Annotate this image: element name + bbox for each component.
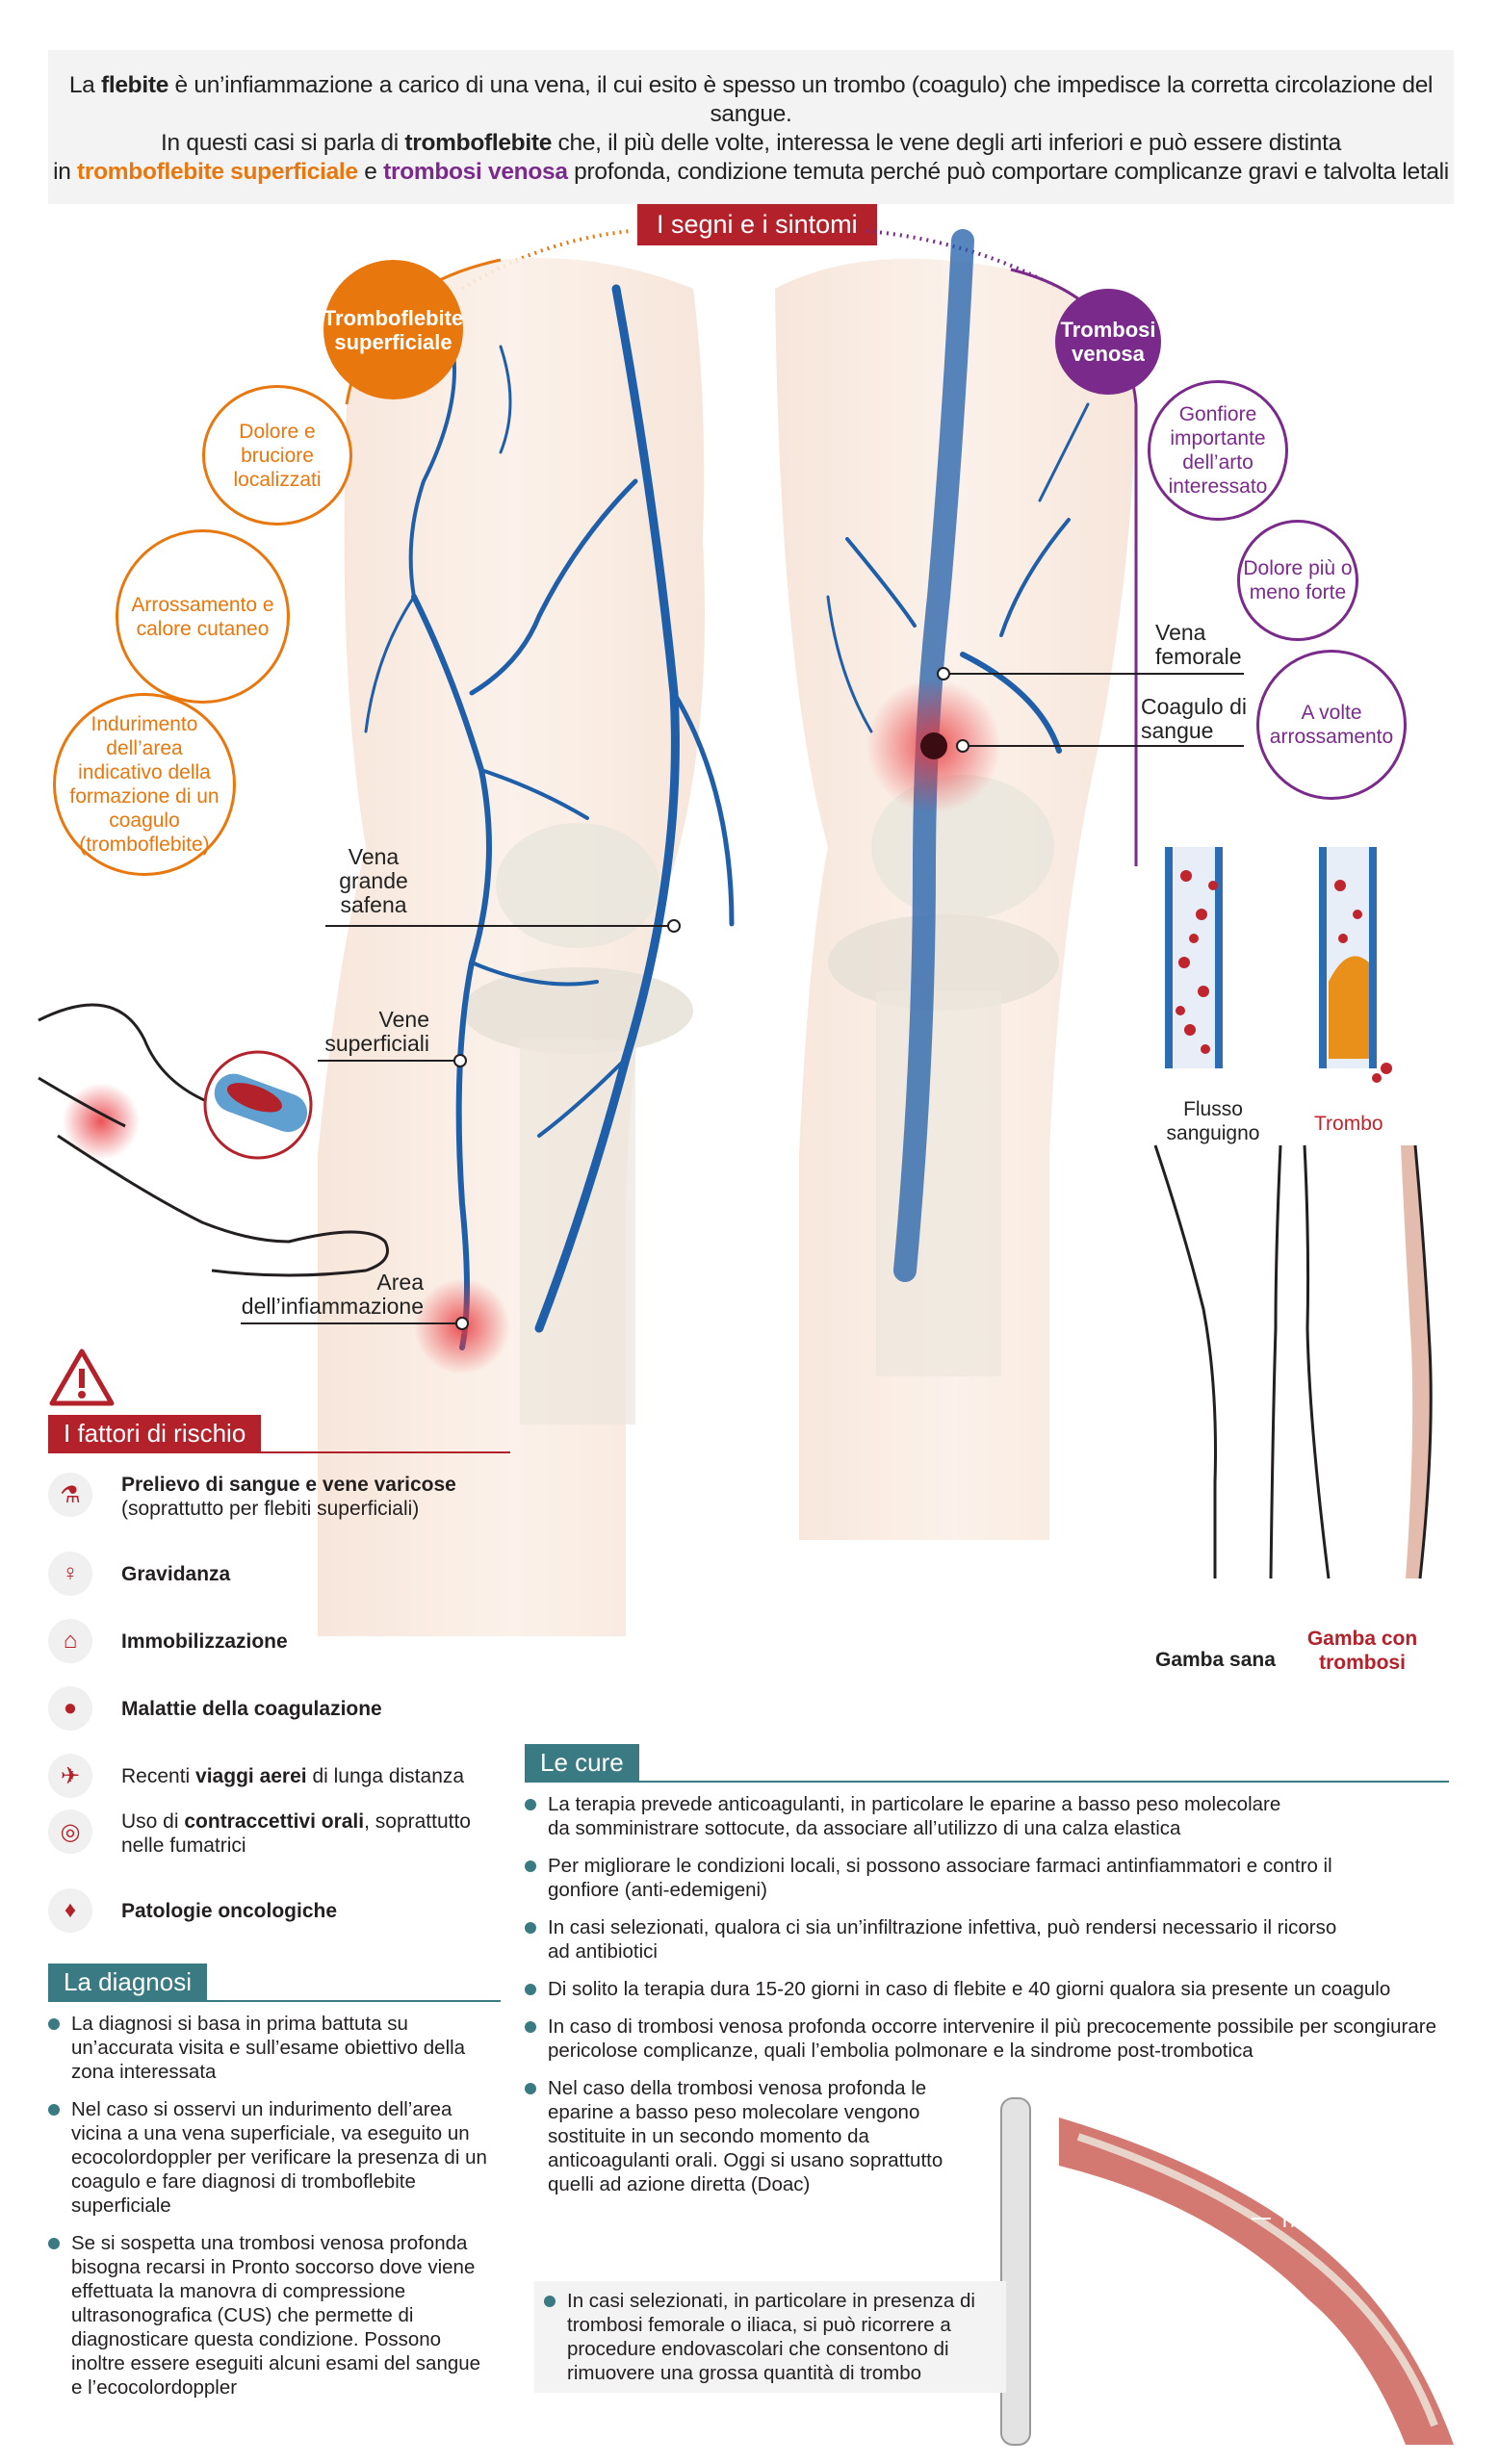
symptom-deep-redness: A volte arrossamento <box>1256 650 1407 800</box>
risk-item: ♀ Gravidanza <box>48 1540 587 1607</box>
cure-endovascular: In casi selezionati, in particolare in p… <box>534 2281 1006 2393</box>
label-vena-femorale: Vena femorale <box>1155 620 1242 669</box>
cure-item: La terapia prevede anticoagulanti, in pa… <box>525 1792 1449 1840</box>
label-gamba-sana: Gamba sana <box>1155 1649 1276 1671</box>
diagnosi-item: La diagnosi si basa in prima battuta su … <box>48 2012 491 2084</box>
symptom-pain: Dolore e bruciore localizzati <box>202 385 352 526</box>
intro-line-2: In questi casi si parla di tromboflebite… <box>161 130 1341 156</box>
cure-item: In casi selezionati, in particolare in p… <box>544 2289 996 2385</box>
ribbon-icon: ♦ <box>48 1888 92 1933</box>
blood-drop-icon: ● <box>48 1686 92 1731</box>
deep-title: Trombosi venosa <box>1055 289 1161 395</box>
cure-item: In casi selezionati, qualora ci sia un’i… <box>525 1915 1449 1964</box>
label-coagulo: Coagulo di sangue <box>1141 694 1247 743</box>
diagnosi-title: La diagnosi <box>48 1964 207 2001</box>
diagnosi-item: Se si sospetta una trombosi venosa profo… <box>48 2231 491 2400</box>
diagnosi-list: La diagnosi si basa in prima battuta su … <box>48 2012 491 2400</box>
risk-item: ✈ Recenti viaggi aerei di lunga distanza <box>48 1742 587 1810</box>
cure-divider <box>525 1781 1449 1783</box>
symptom-redness: Arrossamento e calore cutaneo <box>116 529 290 704</box>
risk-item: ⌂ Immobilizzazione <box>48 1607 587 1675</box>
intro-box: La flebite è un’infiammazione a carico d… <box>48 50 1454 204</box>
cure-title: Le cure <box>525 1744 639 1782</box>
diagnosi-divider <box>48 2000 501 2002</box>
bed-icon: ⌂ <box>48 1619 92 1663</box>
symptom-hardening: Indurimento dell’area indicativo della f… <box>53 693 236 876</box>
test-tubes-icon: ⚗ <box>48 1473 92 1517</box>
symptom-swelling: Gonfiore importante dell’arto interessat… <box>1148 380 1288 521</box>
diagnosi-item: Nel caso si osservi un indurimento dell’… <box>48 2097 491 2218</box>
superficial-title: Tromboflebite superficiale <box>323 260 463 399</box>
pill-icon: ◎ <box>48 1810 92 1854</box>
cure-list: La terapia prevede anticoagulanti, in pa… <box>525 1792 1449 2210</box>
label-trombo-rimosso: Trombo rimosso <box>1279 2210 1424 2232</box>
risk-list: ⚗ Prelievo di sangue e vene varicose(sop… <box>48 1473 587 1939</box>
label-vene-superficiali: Vene superficiali <box>324 1007 429 1056</box>
label-area: Area dell’infiammazione <box>241 1270 424 1319</box>
cure-item: Di solito la terapia dura 15-20 giorni i… <box>525 1977 1449 2001</box>
label-flusso: Flusso sanguigno <box>1166 1098 1260 1144</box>
cure-item: Nel caso della trombosi venosa profonda … <box>525 2076 1449 2196</box>
cure-item: In caso di trombosi venosa profonda occo… <box>525 2015 1449 2063</box>
label-trombo: Trombo <box>1314 1113 1383 1135</box>
risk-item: ◎ Uso di contraccettivi orali, soprattut… <box>48 1810 587 1882</box>
warning-icon <box>49 1348 115 1406</box>
risk-item: ● Malattie della coagulazione <box>48 1675 587 1742</box>
airplane-icon: ✈ <box>48 1754 92 1798</box>
cure-item: Per migliorare le condizioni locali, si … <box>525 1854 1449 1902</box>
label-grande-safena: Vena grande safena <box>339 844 408 917</box>
intro-line-1: La flebite è un’infiammazione a carico d… <box>68 72 1434 127</box>
risk-divider <box>48 1451 510 1453</box>
signs-title: I segni e i sintomi <box>637 204 877 245</box>
label-gamba-trombosi: Gamba con trombosi <box>1306 1628 1418 1674</box>
risk-title: I fattori di rischio <box>48 1415 262 1452</box>
risk-item: ⚗ Prelievo di sangue e vene varicose(sop… <box>48 1473 587 1540</box>
symptom-deep-pain: Dolore più o meno forte <box>1237 520 1358 641</box>
pregnancy-icon: ♀ <box>48 1552 92 1596</box>
intro-line-3: in tromboflebite superficiale e trombosi… <box>53 159 1449 185</box>
risk-item: ♦ Patologie oncologiche <box>48 1882 587 1939</box>
label-sacchetto: Sacchetto di raccolta <box>1237 2169 1425 2191</box>
